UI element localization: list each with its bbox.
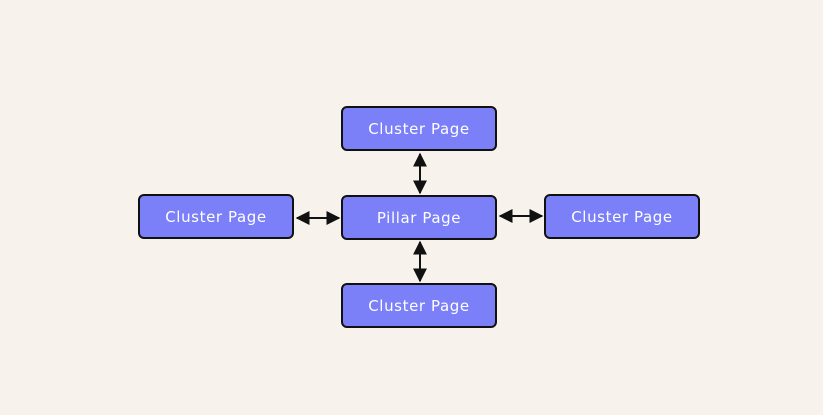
pillar-page-node: Pillar Page — [341, 195, 497, 240]
cluster-page-label-left: Cluster Page — [165, 207, 267, 226]
cluster-page-label-right: Cluster Page — [571, 207, 673, 226]
cluster-page-label-top: Cluster Page — [368, 119, 470, 138]
cluster-page-node-left: Cluster Page — [138, 194, 294, 239]
cluster-page-node-right: Cluster Page — [544, 194, 700, 239]
cluster-page-node-bottom: Cluster Page — [341, 283, 497, 328]
cluster-page-label-bottom: Cluster Page — [368, 296, 470, 315]
cluster-page-node-top: Cluster Page — [341, 106, 497, 151]
pillar-page-label: Pillar Page — [376, 208, 462, 227]
